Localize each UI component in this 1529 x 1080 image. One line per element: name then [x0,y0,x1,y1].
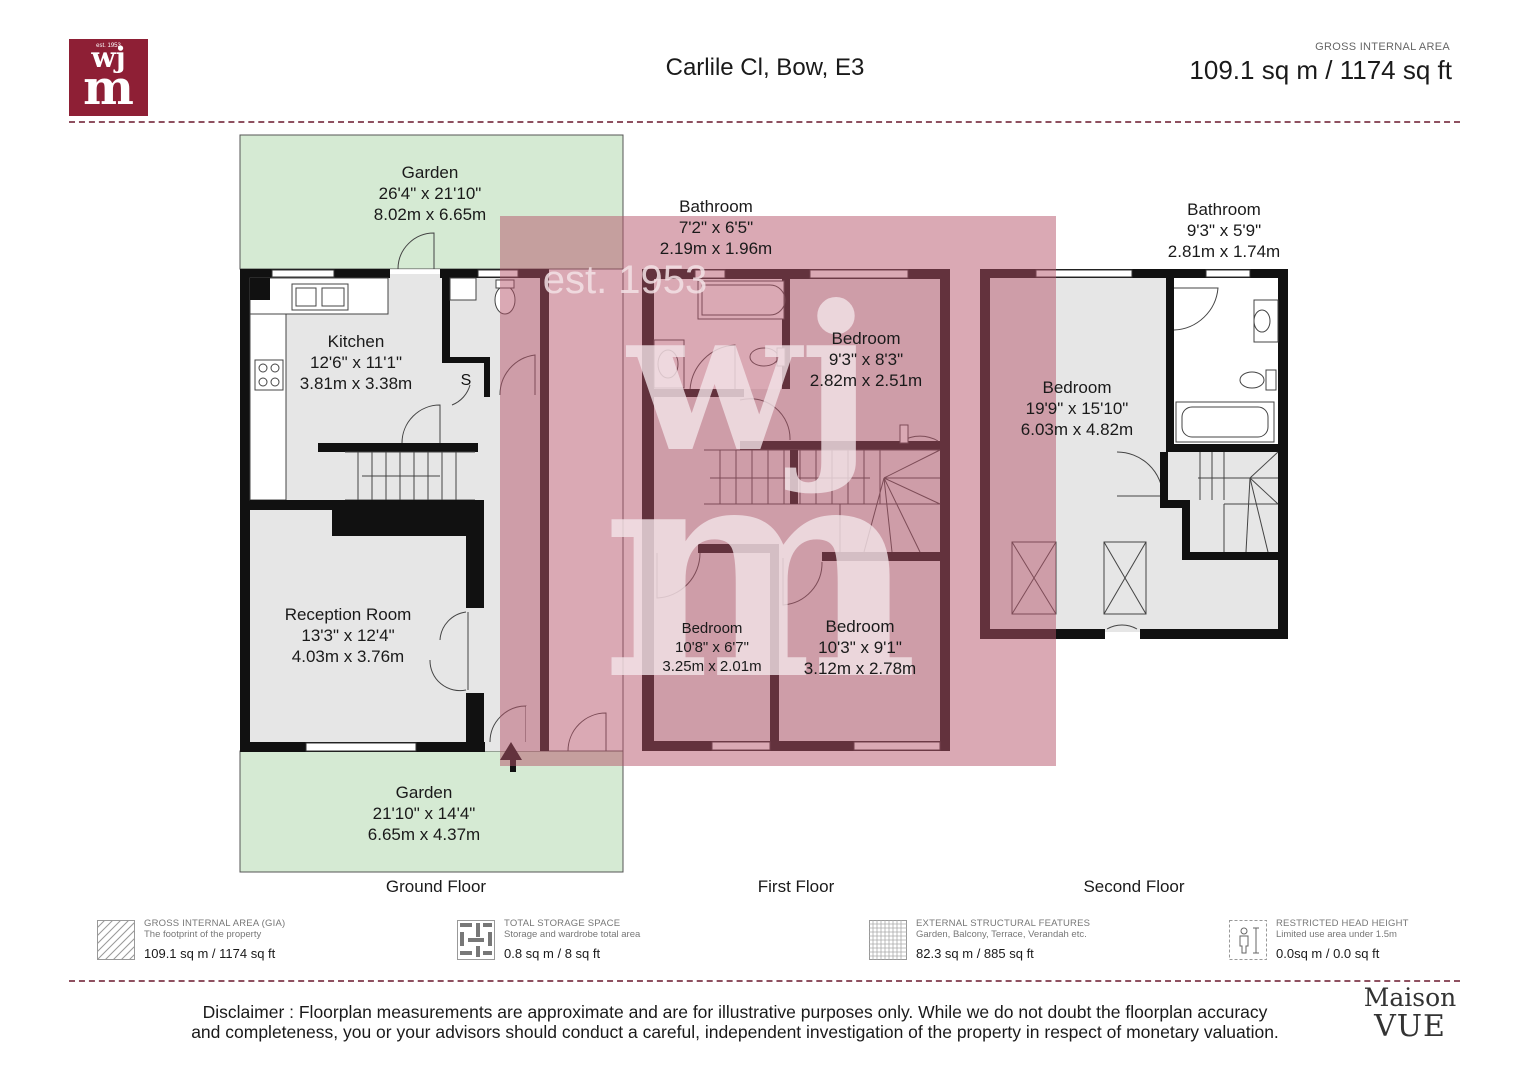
room-label-second-bathroom: Bathroom 9'3" x 5'9" 2.81m x 1.74m [1167,200,1281,261]
room-label-first-bedroom-1: Bedroom 9'3" x 8'3" 2.82m x 2.51m [809,329,923,390]
brand-logo: est. 1953 wj m [69,39,148,116]
room-label-first-bedroom-2: Bedroom 10'8" x 6'7" 3.25m x 2.01m [662,620,762,675]
brand-watermark [500,216,1056,766]
floor-name-ground: Ground Floor [385,877,487,896]
brand-mark-bottom: m [83,60,134,116]
room-label-garden-front: Garden 21'10" x 14'4" 6.65m x 4.37m [367,783,481,844]
header-divider [69,121,1460,123]
disclaimer: Disclaimer : Floorplan measurements are … [191,1002,1279,1042]
gia-caption: GROSS INTERNAL AREA [1315,41,1450,53]
room-label-kitchen: Kitchen 12'6" x 11'1" 3.81m x 3.38m [299,332,413,393]
property-title: Carlile Cl, Bow, E3 [665,54,865,81]
room-label-reception-room: Reception Room 13'3" x 12'4" 4.03m x 3.7… [284,605,412,666]
room-label-garden-rear: Garden 26'4" x 21'10" 8.02m x 6.65m [373,163,487,224]
footer-divider [69,980,1460,982]
room-label-second-bedroom: Bedroom 19'9" x 15'10" 6.03m x 4.82m [1020,378,1134,439]
person-icon [1229,920,1267,960]
gia-value: 109.1 sq m / 1174 sq ft [1189,55,1452,85]
watermark-mark-top: wj [627,262,873,497]
storage-label: S [461,372,472,389]
watermark-mark-bottom: m [601,393,919,746]
maison-vue-logo: Maison VUE [1363,983,1457,1044]
legend-gia: GROSS INTERNAL AREA (GIA) The footprint … [97,918,397,964]
brand-mark-top: wj [91,41,126,74]
floor-name-second: Second Floor [1083,877,1185,896]
storage-pattern-icon [457,920,495,960]
floor-name-first: First Floor [757,877,835,896]
legend-storage: TOTAL STORAGE SPACE Storage and wardrobe… [457,918,757,964]
legend-head-height: RESTRICTED HEAD HEIGHT Limited use area … [1229,918,1469,964]
garden-front-area [239,750,624,873]
legend-external: EXTERNAL STRUCTURAL FEATURES Garden, Bal… [869,918,1169,964]
brand-est: est. 1953 [96,43,121,49]
grid-pattern-icon [869,920,907,960]
watermark-est: est. 1953 [542,258,708,302]
hatch-diagonal-icon [97,920,135,960]
room-label-first-bedroom-3: Bedroom 10'3" x 9'1" 3.12m x 2.78m [803,617,917,678]
room-label-first-bathroom: Bathroom 7'2" x 6'5" 2.19m x 1.96m [659,197,773,258]
ground-floor-plan: S [240,232,607,772]
second-floor-plan [980,269,1288,639]
